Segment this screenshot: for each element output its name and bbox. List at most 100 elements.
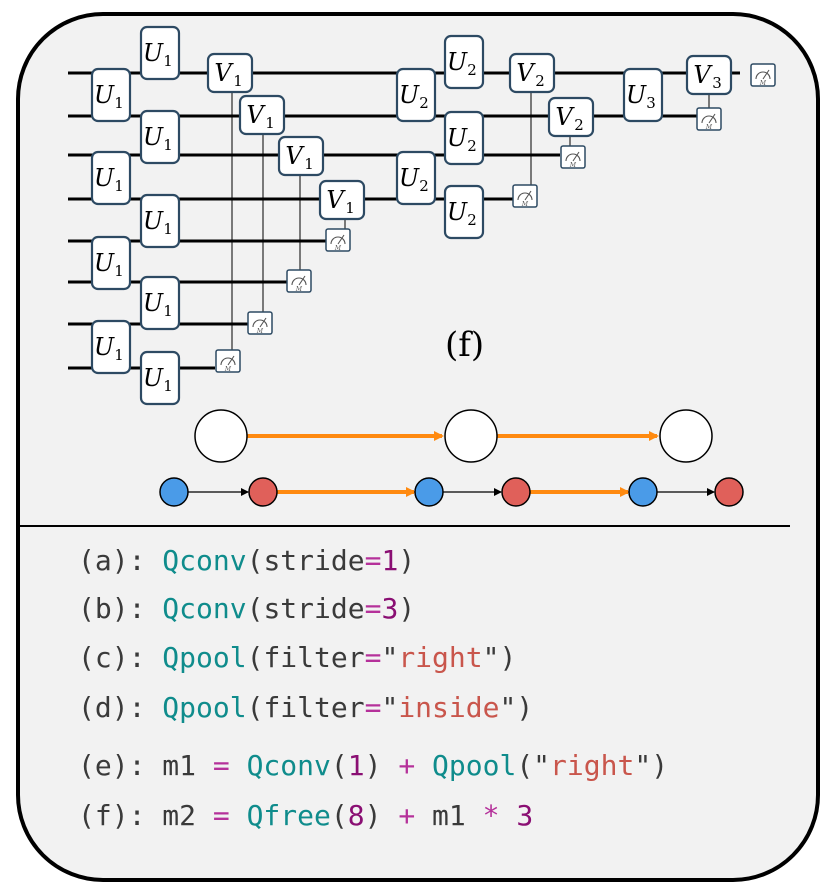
code-token: (stride [247,592,365,625]
svg-text:U: U [94,333,115,361]
code-token: (a): [78,544,162,577]
code-line-6: (f): m2 = Qfree(8) + m1 * 3 [78,799,533,832]
code-token: " [381,691,398,724]
code-token: ) [365,749,399,782]
code-token: + [398,749,415,782]
svg-text:V: V [246,101,266,129]
code-token: (stride [247,544,365,577]
code-token: Qconv [162,592,246,625]
circuit-label: (f) [445,325,484,365]
code-line-1: (a): Qconv(stride=1) [78,544,415,577]
svg-text:2: 2 [467,61,477,79]
block-node [194,409,248,463]
code-token: ") [499,691,533,724]
code-token: Qfree [247,799,331,832]
measurement-icon: M [696,107,722,131]
code-token: inside [398,691,499,724]
pipeline-graph [159,409,744,507]
svg-text:M: M [569,162,577,169]
svg-text:U: U [447,124,468,152]
code-token: ") [634,749,668,782]
pool-node [501,477,531,507]
svg-text:1: 1 [114,94,124,112]
svg-text:V: V [555,103,575,131]
svg-text:U: U [399,81,420,109]
svg-text:1: 1 [345,199,355,217]
code-token: (filter [247,691,365,724]
svg-text:2: 2 [535,72,545,90]
code-token: 8 [348,799,365,832]
code-token: ) [398,544,415,577]
svg-text:1: 1 [304,155,314,173]
svg-text:1: 1 [163,136,173,154]
measurement-icon: M [325,228,351,252]
svg-text:U: U [626,81,647,109]
svg-text:3: 3 [646,94,656,112]
svg-text:M: M [224,366,232,373]
code-token: = [213,799,230,832]
svg-text:M: M [334,245,342,252]
code-token: Qpool [162,691,246,724]
svg-text:1: 1 [114,346,124,364]
code-token: (f): m2 [78,799,213,832]
svg-text:V: V [214,59,234,87]
code-token: Qpool [432,749,516,782]
code-token: = [365,544,382,577]
code-token: (filter [247,641,365,674]
svg-text:U: U [447,198,468,226]
code-token: (" [516,749,550,782]
svg-text:1: 1 [265,114,275,132]
svg-text:U: U [143,207,164,235]
code-token: ) [398,592,415,625]
svg-text:M: M [295,286,303,293]
svg-text:1: 1 [163,302,173,320]
svg-text:M: M [705,124,713,131]
svg-text:1: 1 [163,377,173,395]
block-node [659,409,713,463]
svg-text:V: V [285,142,305,170]
code-token: = [365,691,382,724]
conv-node [414,477,444,507]
code-token: 3 [516,799,533,832]
svg-text:U: U [94,249,115,277]
conv-node [159,477,189,507]
svg-text:U: U [143,39,164,67]
code-token: m1 [415,799,482,832]
measurement-icon: M [215,349,241,373]
svg-text:2: 2 [467,137,477,155]
code-token: (b): [78,592,162,625]
svg-text:M: M [256,328,264,335]
code-token: = [365,592,382,625]
pool-node [714,477,744,507]
code-token: = [365,641,382,674]
svg-text:1: 1 [114,262,124,280]
svg-text:2: 2 [419,177,429,195]
code-token: * [483,799,500,832]
svg-text:U: U [94,164,115,192]
conv-node [628,477,658,507]
svg-text:1: 1 [163,220,173,238]
code-token: 1 [381,544,398,577]
code-token: Qconv [162,544,246,577]
code-token: Qconv [247,749,331,782]
code-token: right [398,641,482,674]
block-node [444,409,498,463]
svg-text:2: 2 [467,211,477,229]
